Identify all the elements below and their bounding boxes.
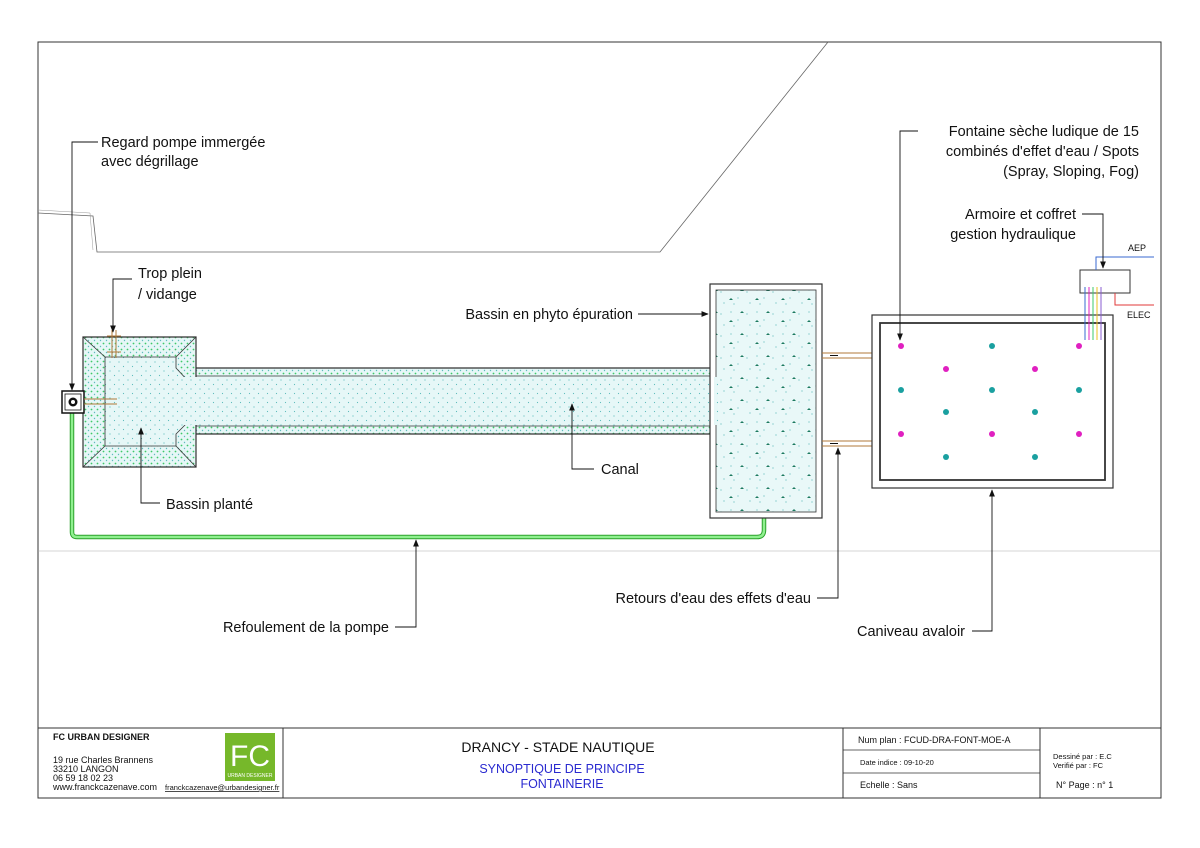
label-armoire-line2: gestion hydraulique: [950, 227, 1076, 243]
jet-spot: [943, 366, 949, 372]
jet-spot: [898, 387, 904, 393]
label-fontaine-line2: combinés d'effet d'eau / Spots: [946, 144, 1139, 160]
leader-trop-plein: [110, 278, 132, 333]
canal-edge-bottom: [180, 426, 715, 434]
date-indice: Date indice : 09-10-20: [860, 758, 934, 767]
echelle: Echelle : Sans: [860, 780, 918, 790]
label-fontaine-line3: (Spray, Sloping, Fog): [1003, 164, 1139, 180]
jet-spot: [1076, 343, 1082, 349]
site-boundary-line: [37, 41, 829, 253]
site-boundary-line-secondary: [37, 209, 94, 251]
label-retours: Retours d'eau des effets d'eau: [615, 591, 811, 607]
project-subtitle1: SYNOPTIQUE DE PRINCIPE: [479, 762, 644, 776]
company-address1: 19 rue Charles Brannens: [53, 755, 154, 765]
label-fontaine-line1: Fontaine sèche ludique de 15: [949, 124, 1139, 140]
leader-caniveau: [972, 489, 995, 632]
jet-spot: [898, 343, 904, 349]
leader-fontaine: [897, 130, 918, 341]
project-title: DRANCY - STADE NAUTIQUE: [461, 739, 654, 755]
project-subtitle2: FONTAINERIE: [520, 777, 603, 791]
planted-basin-inner: [104, 356, 191, 447]
title-block: FC URBAN DESIGNER 19 rue Charles Brannen…: [52, 728, 1113, 798]
dessine-par: Dessiné par : E.C: [1053, 752, 1112, 761]
aep-line: [1095, 256, 1154, 270]
leader-refoulement: [395, 539, 419, 628]
label-armoire-line1: Armoire et coffret: [965, 207, 1076, 223]
company-phone: 06 59 18 02 23: [53, 773, 113, 783]
logo-text: FC: [230, 740, 270, 773]
logo-subtext: URBAN DESIGNER: [227, 773, 272, 779]
jet-spot: [1032, 366, 1038, 372]
leader-regard: [69, 141, 98, 391]
company-website: www.franckcazenave.com: [52, 782, 157, 792]
jet-spot: [943, 409, 949, 415]
jet-spot: [989, 387, 995, 393]
leader-bassin-plante: [138, 427, 160, 504]
label-regard-line2: avec dégrillage: [101, 154, 199, 170]
canal-edge-top: [180, 368, 715, 376]
label-regard-line1: Regard pompe immergée: [101, 135, 265, 151]
aep-label: AEP: [1128, 243, 1146, 253]
verifie-par: Verifié par : FC: [1053, 761, 1104, 770]
jet-spot: [1076, 387, 1082, 393]
company-email: franckcazenave@urbandesigner.fr: [165, 783, 280, 792]
jet-spot: [898, 431, 904, 437]
sheet-frame: [37, 41, 1162, 799]
company-logo: [225, 733, 275, 781]
label-bassin-phyto: Bassin en phyto épuration: [465, 307, 633, 323]
pump-delivery-pipe-inner: [70, 412, 766, 539]
leader-retours: [817, 447, 841, 599]
label-trop-plein-line2: / vidange: [138, 287, 197, 303]
label-trop-plein-line1: Trop plein: [138, 266, 202, 282]
leader-armoire: [1082, 213, 1106, 269]
fountain-jets: [898, 343, 1082, 460]
dry-fountain-area: [879, 322, 1106, 481]
jet-spot: [943, 454, 949, 460]
company-address2: 33210 LANGON: [53, 764, 119, 774]
leader-canal: [569, 403, 594, 470]
jet-spot: [989, 343, 995, 349]
phyto-basin-water: [715, 289, 817, 513]
label-caniveau: Caniveau avaloir: [857, 624, 965, 640]
jet-spot: [1032, 454, 1038, 460]
elec-label: ELEC: [1127, 310, 1151, 320]
jet-spot: [1032, 409, 1038, 415]
label-bassin-plante: Bassin planté: [166, 497, 253, 513]
label-refoulement: Refoulement de la pompe: [223, 620, 389, 636]
company-name: FC URBAN DESIGNER: [53, 732, 150, 742]
jet-spot: [989, 431, 995, 437]
label-canal: Canal: [601, 462, 639, 478]
jet-spot: [1076, 431, 1082, 437]
page-number: N° Page : n° 1: [1056, 780, 1113, 790]
control-cabinet: [1079, 269, 1131, 294]
num-plan: Num plan : FCUD-DRA-FONT-MOE-A: [858, 735, 1011, 745]
elec-line: [1114, 293, 1154, 306]
